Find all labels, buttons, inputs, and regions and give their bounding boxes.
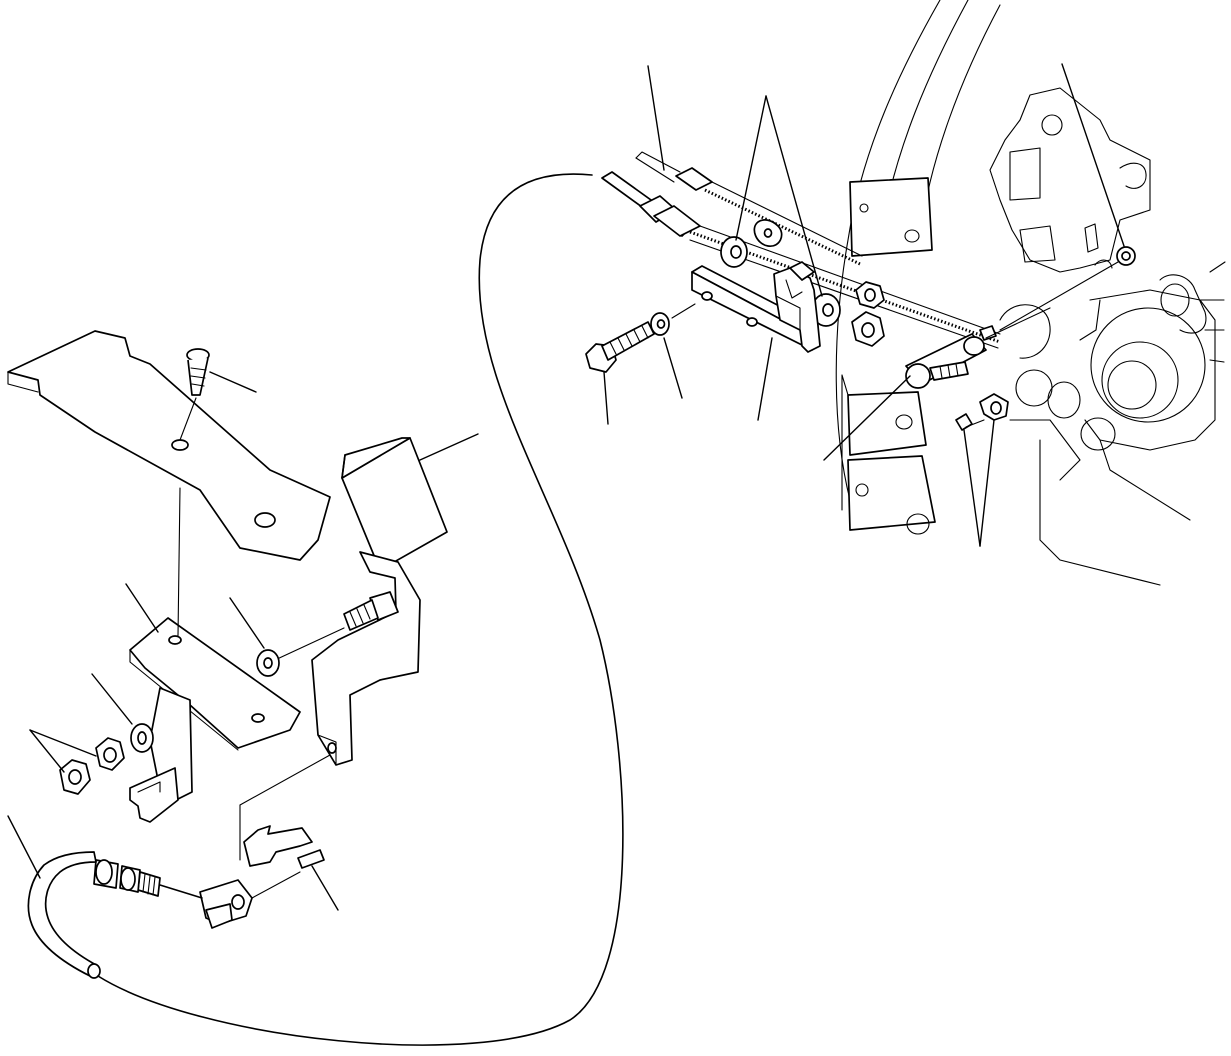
clip-right: [979, 393, 1009, 421]
hex-bolt-right: [585, 321, 655, 373]
small-bolt: [955, 413, 985, 431]
washer-lower: [130, 723, 154, 753]
throttle-rod: [601, 171, 1001, 349]
washer-right-2: [811, 293, 841, 327]
cable-bracket: [691, 261, 821, 353]
washer-upper: [256, 649, 280, 677]
nut-right-far: [855, 281, 885, 309]
leader-lines: [7, 63, 1125, 911]
nut-right: [851, 311, 885, 347]
stud-nut: [999, 246, 1136, 331]
clevis-clip: [239, 754, 331, 869]
pedal-pad: [341, 437, 448, 571]
pedal-arm: [311, 551, 421, 766]
washer-right-small: [650, 312, 670, 336]
pivot-bolt: [274, 591, 399, 661]
floor-plate: [7, 330, 331, 561]
lever-arm: [905, 307, 1051, 389]
cable-end-right: [635, 151, 863, 266]
mounting-bracket: [129, 487, 301, 823]
engine-block: [835, 0, 1226, 586]
cable-end-left: [27, 851, 203, 979]
countersunk-screw: [179, 348, 210, 441]
clevis: [199, 871, 301, 929]
washer-right-1: [720, 236, 748, 268]
nut-2: [59, 759, 91, 795]
nut-1: [95, 737, 125, 771]
cable-run: [97, 173, 624, 1046]
